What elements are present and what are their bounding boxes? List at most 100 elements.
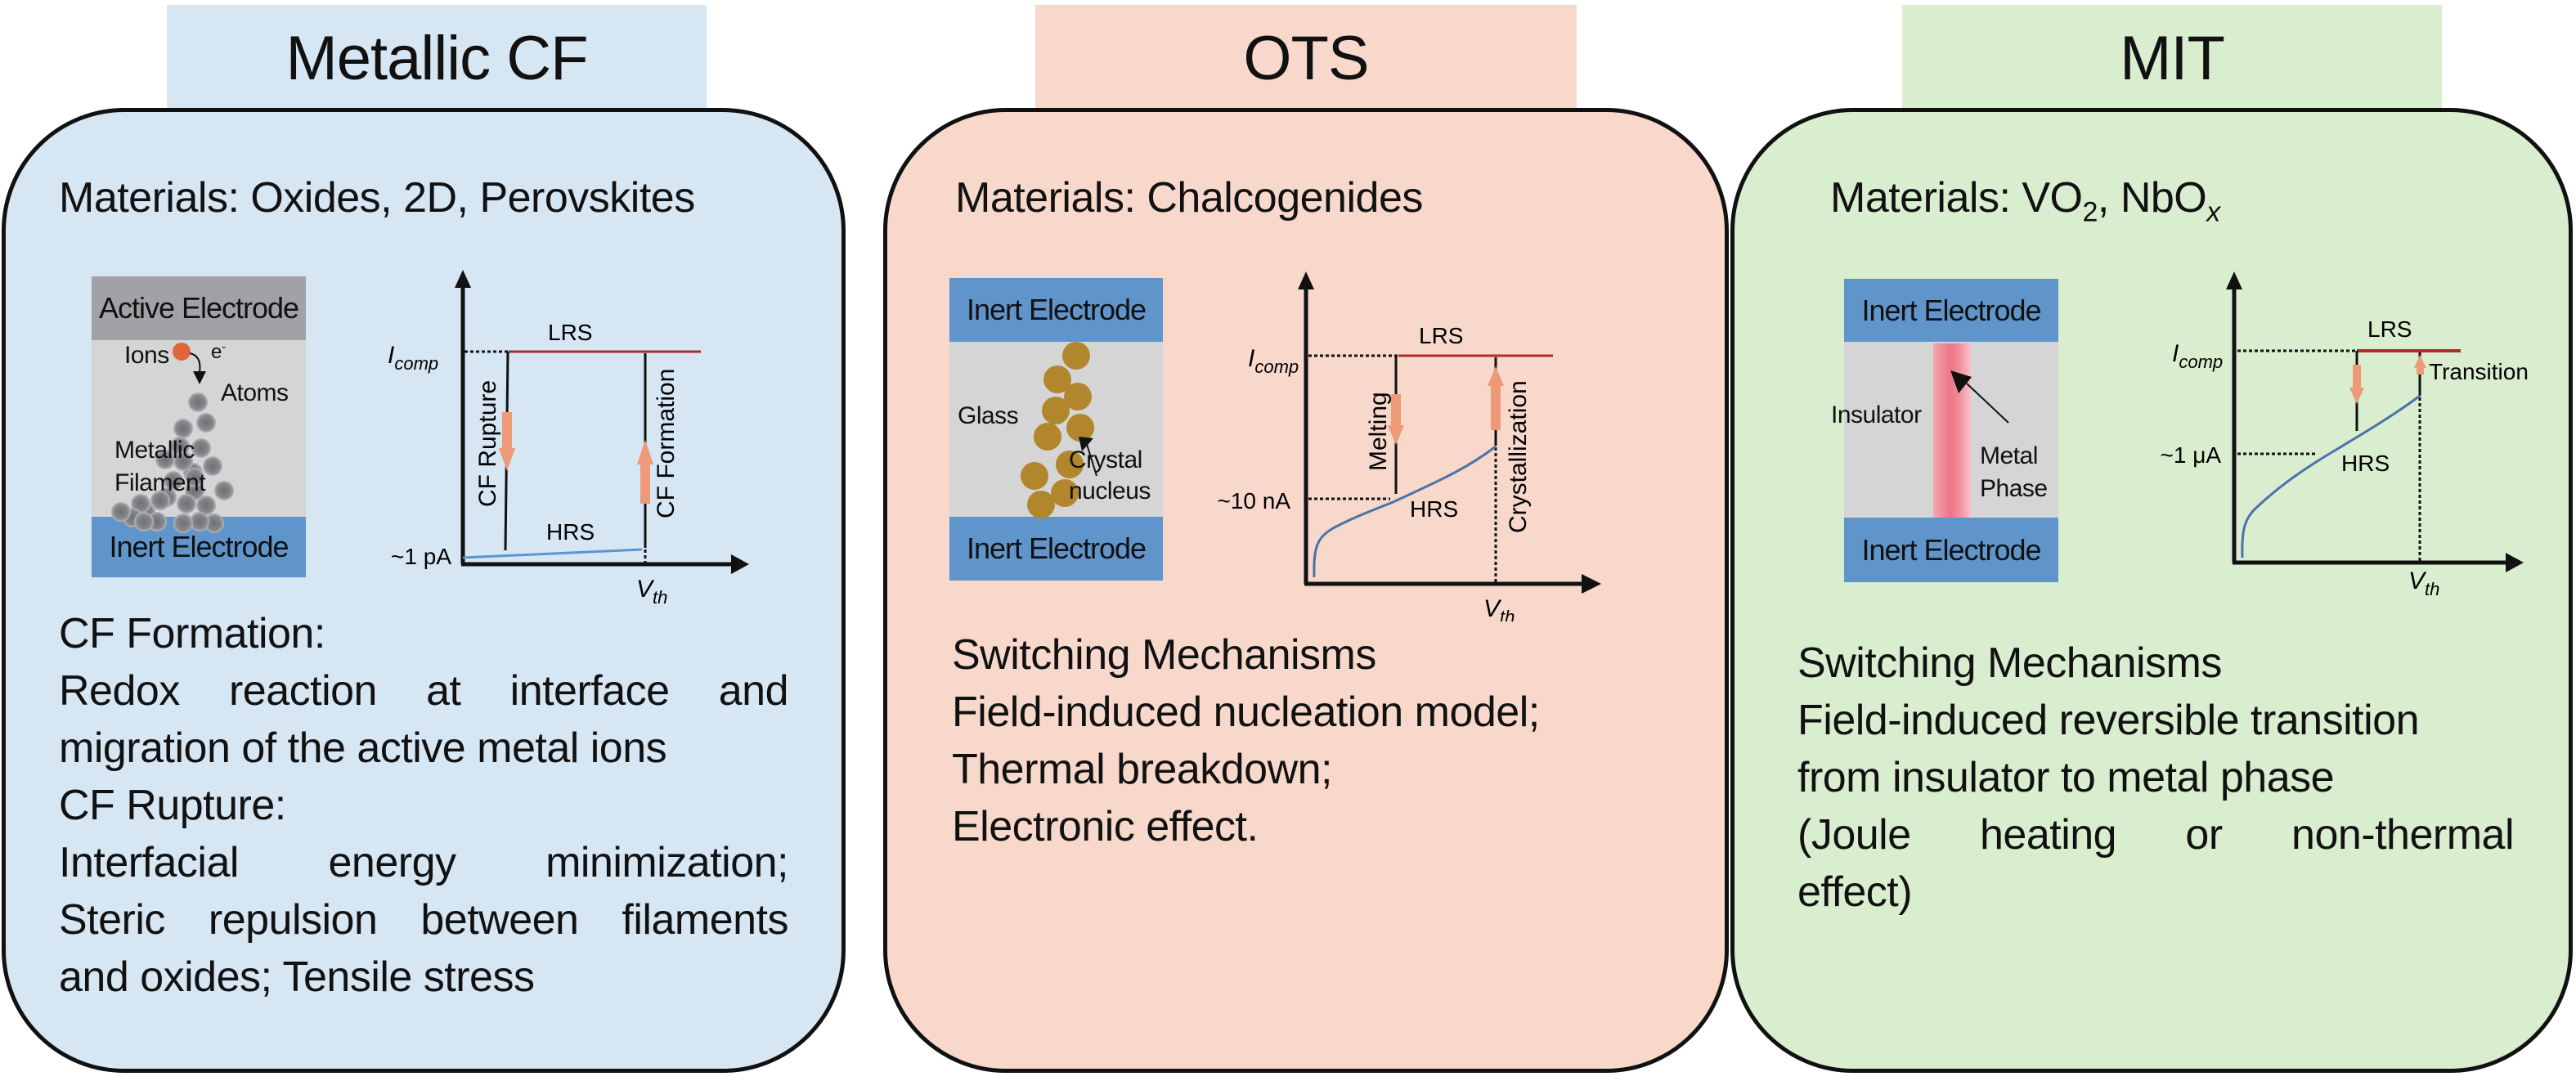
- nuclei-group: [1021, 342, 1094, 518]
- ion-icon: [173, 343, 191, 361]
- atom-icon: [190, 512, 209, 532]
- crystal-nucleus-icon: [1042, 397, 1070, 424]
- title-text: Metallic CF: [285, 23, 588, 93]
- crystal-label-2: nucleus: [1069, 478, 1151, 505]
- atom-icon: [204, 514, 224, 533]
- iv-chart-ots: LRS HRS Icomp ~10 nA Vth Melting Crystal…: [1217, 271, 1601, 621]
- panel-title-metallic-cf: Metallic CF: [167, 5, 707, 111]
- vth-sub: th: [653, 587, 667, 608]
- formation-arrow-shaft: [640, 463, 650, 504]
- crystal-nucleus-icon: [1027, 491, 1055, 518]
- atom-icon: [203, 456, 222, 476]
- y-low-label: ~1 pA: [391, 544, 451, 569]
- crystal-nucleus-icon: [1064, 383, 1092, 410]
- cf-formation-line-2: migration of the active metal ions: [59, 724, 667, 772]
- insulator-label: Insulator: [1831, 401, 1922, 428]
- atom-icon: [134, 512, 154, 532]
- bottom-electrode-label: Inert Electrode: [966, 532, 1147, 565]
- nucleus-pointer-line: [1085, 441, 1097, 477]
- vth-sub: th: [1500, 607, 1515, 621]
- active-electrode: Active Electrode: [92, 276, 306, 340]
- material-vo2-sub: 2: [2082, 196, 2098, 228]
- crystal-nucleus-icon: [1034, 423, 1061, 451]
- icomp-label: Icomp: [1248, 345, 1299, 377]
- atom-icon: [173, 514, 193, 533]
- material-nbox-sub: x: [2206, 196, 2220, 228]
- atom-icon: [150, 491, 170, 510]
- metal-label-1: Metal: [1980, 442, 2038, 469]
- cf-rupture-line-3: and oxides; Tensile stress: [59, 953, 535, 1001]
- cf-formation-line-1: Redox reaction at interface and: [59, 667, 789, 715]
- rupture-arrow-icon: [499, 448, 515, 471]
- icomp-i: I: [388, 342, 394, 369]
- panel-mit: [1730, 108, 2573, 1073]
- mechanism-text-ots: Switching Mechanisms Field-induced nucle…: [952, 626, 1672, 855]
- atoms-group: [111, 392, 234, 533]
- mechanism-text-metallic-cf: CF Formation: Redox reaction at interfac…: [59, 605, 789, 1006]
- lrs-label: LRS: [1419, 323, 1463, 348]
- title-text: OTS: [1243, 23, 1369, 93]
- bottom-inert-electrode: Inert Electrode: [949, 517, 1163, 581]
- icomp-i: I: [2172, 340, 2179, 367]
- y-axis-arrow-icon: [455, 270, 471, 288]
- metal-pointer-line: [1966, 383, 2009, 424]
- switching-heading: Switching Mechanisms: [952, 631, 1376, 679]
- crystal-nucleus-icon: [1051, 479, 1079, 507]
- materials-line: Materials: Chalcogenides: [955, 173, 1423, 222]
- atom-icon: [214, 481, 234, 500]
- formation-arrow-icon: [637, 440, 653, 464]
- switching-heading: Switching Mechanisms: [1797, 639, 2222, 687]
- hrs-label: HRS: [1410, 496, 1458, 522]
- atom-icon: [196, 496, 216, 515]
- atom-icon: [164, 471, 183, 491]
- atom-icon: [188, 392, 208, 412]
- materials-value: Chalcogenides: [1147, 174, 1423, 222]
- atom-icon: [170, 437, 190, 456]
- transition-label: Transition: [2429, 359, 2529, 384]
- metal-pointer-svg: [1950, 370, 2009, 424]
- rupture-label: CF Rupture: [474, 380, 501, 507]
- materials-line: Materials: Oxides, 2D, Perovskites: [59, 173, 695, 222]
- crystal-nucleus-icon: [1066, 414, 1094, 442]
- transition-arrow-shaft: [2417, 366, 2424, 375]
- device-ots: Inert Electrode Inert Electrode Glass Cr…: [949, 278, 1163, 581]
- device-metallic-cf: Active Electrode Inert Electrode Ions e-…: [92, 276, 306, 577]
- mechanism-line-1: Field-induced reversible transition: [1797, 697, 2420, 744]
- filament-label-1: Metallic: [114, 437, 195, 464]
- mechanism-text-mit: Switching Mechanisms Field-induced rever…: [1797, 635, 2515, 921]
- mechanism-line-2: Thermal breakdown;: [952, 746, 1333, 793]
- nuclei-svg: [1021, 342, 1097, 518]
- materials-line: Materials: VO2, NbOx: [1830, 173, 2220, 228]
- y-axis-arrow-icon: [1298, 271, 1314, 289]
- cf-rupture-heading: CF Rupture:: [59, 782, 286, 829]
- device-mit: Inert Electrode Inert Electrode Insulato…: [1831, 279, 2058, 582]
- atom-icon: [173, 419, 193, 438]
- panel-title-mit: MIT: [1902, 5, 2442, 111]
- mechanism-line-3: (Joule heating or non-thermal: [1797, 811, 2515, 859]
- crystallization-label: Crystallization: [1505, 380, 1532, 533]
- hrs-line: [462, 548, 643, 559]
- glass-label: Glass: [958, 402, 1019, 429]
- bottom-electrode-label: Inert Electrode: [1861, 532, 2041, 567]
- cf-rupture-line-1: Interfacial energy minimization;: [59, 839, 789, 886]
- filament-svg: [111, 343, 234, 533]
- bottom-inert-electrode: Inert Electrode: [1844, 518, 2058, 582]
- icomp-i: I: [1248, 345, 1254, 372]
- electron-label: e-: [211, 340, 226, 364]
- melting-label: Melting: [1365, 392, 1392, 471]
- mechanism-line-1: Field-induced nucleation model;: [952, 689, 1540, 736]
- x-axis-arrow-icon: [731, 554, 749, 574]
- ions-label: Ions: [124, 342, 169, 369]
- crystallization-arrow-shaft: [1491, 384, 1501, 430]
- atom-icon: [191, 438, 211, 458]
- metal-pointer-arrow-icon: [1950, 370, 1972, 393]
- electron-e: e: [211, 341, 222, 363]
- materials-value: Oxides, 2D, Perovskites: [250, 174, 695, 222]
- panel-title-ots: OTS: [1035, 5, 1577, 111]
- atom-icon: [155, 450, 175, 469]
- lrs-label: LRS: [2367, 316, 2412, 342]
- filament-label-2: Filament: [114, 469, 206, 496]
- hrs-label: HRS: [2341, 451, 2390, 476]
- active-electrode-label: Active Electrode: [98, 291, 299, 325]
- rupture-arrow-shaft: [502, 412, 512, 450]
